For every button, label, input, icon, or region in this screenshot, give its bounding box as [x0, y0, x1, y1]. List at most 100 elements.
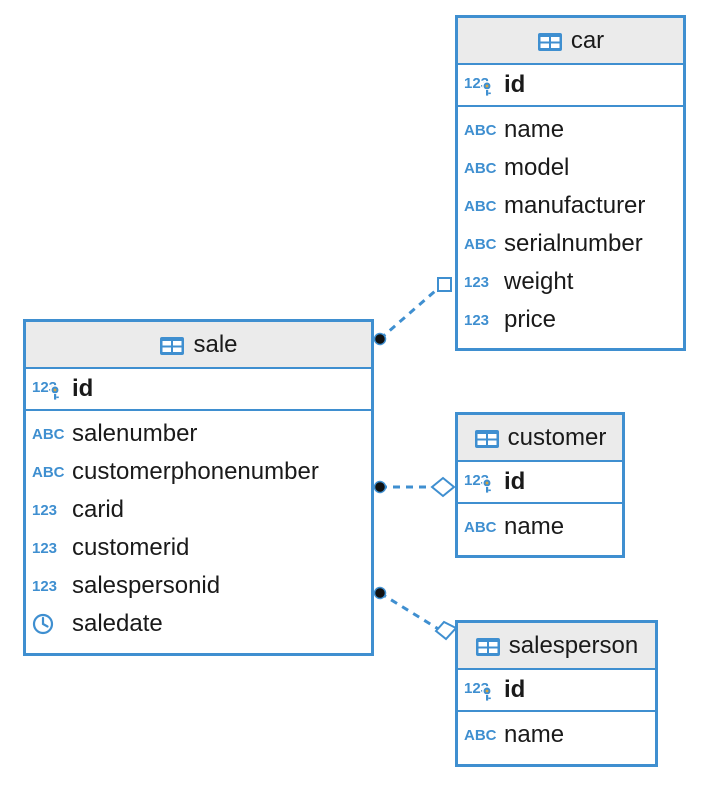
- relationship-source-marker: [373, 332, 387, 346]
- string-type-icon: ABC: [464, 195, 497, 217]
- relationship-target-marker: [430, 476, 456, 498]
- table-icon: [474, 428, 500, 448]
- column-row[interactable]: ABC manufacturer: [458, 187, 683, 225]
- column-row[interactable]: 123 id: [458, 65, 525, 105]
- svg-text:ABC: ABC: [464, 727, 496, 744]
- primary-key-icon: 123: [464, 471, 496, 494]
- svg-text:123: 123: [464, 312, 489, 329]
- svg-text:123: 123: [32, 578, 57, 595]
- column-name: price: [504, 306, 557, 333]
- entity-sale[interactable]: sale 123 id ABC salenumber ABC customerpho…: [23, 319, 374, 656]
- column-row[interactable]: 123 weight: [458, 263, 683, 301]
- columns-section: ABC name: [458, 712, 655, 758]
- string-type-icon: ABC: [464, 119, 497, 141]
- string-type-icon: ABC: [464, 516, 497, 538]
- relationship-source-marker: [373, 480, 387, 494]
- column-name: salenumber: [72, 420, 198, 447]
- entity-header: sale: [26, 322, 371, 369]
- column-row[interactable]: 123 customerid: [26, 529, 371, 567]
- column-name: name: [504, 721, 565, 748]
- numeric-type-icon: 123: [32, 575, 64, 597]
- column-name: id: [504, 468, 526, 495]
- column-row[interactable]: 123 id: [458, 462, 525, 502]
- column-row[interactable]: 123 carid: [26, 491, 371, 529]
- entity-car[interactable]: car 123 id ABC name ABC model ABC manufactu…: [455, 15, 686, 351]
- column-row[interactable]: 123 id: [26, 369, 93, 409]
- primary-key-icon: 123: [32, 378, 64, 401]
- clock-icon: [32, 613, 64, 635]
- string-type-icon: ABC: [32, 423, 65, 445]
- entity-salesperson[interactable]: salesperson 123 id ABC name: [455, 620, 658, 767]
- string-type-icon: ABC: [464, 157, 497, 179]
- relationship-target-marker: [437, 277, 452, 292]
- column-name: manufacturer: [504, 192, 646, 219]
- columns-section: ABC name: [458, 504, 622, 550]
- column-name: salespersonid: [72, 572, 221, 599]
- column-name: weight: [504, 268, 574, 295]
- table-icon: [537, 31, 563, 51]
- numeric-type-icon: 123: [32, 537, 64, 559]
- svg-text:ABC: ABC: [464, 198, 496, 215]
- columns-section: ABC name ABC model ABC manufacturer ABC seri…: [458, 107, 683, 343]
- primary-key-icon: 123: [464, 74, 496, 97]
- svg-text:ABC: ABC: [464, 160, 496, 177]
- relationship-sale-salesperson[interactable]: [373, 586, 458, 641]
- entity-header: salesperson: [458, 623, 655, 670]
- table-icon: [159, 335, 185, 355]
- entity-title: customer: [507, 423, 607, 451]
- column-row[interactable]: ABC salenumber: [26, 415, 371, 453]
- column-name: id: [72, 375, 94, 402]
- table-icon: [475, 636, 501, 656]
- column-row[interactable]: ABC name: [458, 111, 683, 149]
- svg-text:ABC: ABC: [464, 122, 496, 139]
- svg-text:ABC: ABC: [32, 464, 64, 481]
- svg-text:ABC: ABC: [32, 426, 64, 443]
- entity-title: salesperson: [508, 631, 639, 659]
- string-type-icon: ABC: [464, 233, 497, 255]
- svg-text:123: 123: [32, 502, 57, 519]
- column-row[interactable]: ABC name: [458, 716, 655, 754]
- column-row[interactable]: ABC model: [458, 149, 683, 187]
- primary-key-section: 123 id: [458, 462, 622, 504]
- entity-title: sale: [193, 330, 238, 358]
- relationship-source-marker: [373, 586, 387, 600]
- svg-text:123: 123: [32, 540, 57, 557]
- primary-key-section: 123 id: [26, 369, 371, 411]
- column-name: name: [504, 116, 565, 143]
- svg-text:ABC: ABC: [464, 236, 496, 253]
- column-row[interactable]: 123 id: [458, 670, 525, 710]
- column-row[interactable]: 123 salespersonid: [26, 567, 371, 605]
- numeric-type-icon: 123: [464, 271, 496, 293]
- column-name: serialnumber: [504, 230, 643, 257]
- column-name: saledate: [72, 610, 163, 637]
- column-name: customerid: [72, 534, 190, 561]
- relationship-sale-car[interactable]: [373, 277, 452, 346]
- column-row[interactable]: ABC customerphonenumber: [26, 453, 371, 491]
- column-name: id: [504, 71, 526, 98]
- column-row[interactable]: ABC serialnumber: [458, 225, 683, 263]
- relationship-target-marker: [434, 620, 458, 641]
- column-name: id: [504, 676, 526, 703]
- numeric-type-icon: 123: [464, 309, 496, 331]
- column-row[interactable]: saledate: [26, 605, 371, 643]
- column-row[interactable]: ABC name: [458, 508, 622, 546]
- column-name: model: [504, 154, 570, 181]
- column-row[interactable]: 123 price: [458, 301, 683, 339]
- column-name: customerphonenumber: [72, 458, 319, 485]
- columns-section: ABC salenumber ABC customerphonenumber 123…: [26, 411, 371, 647]
- primary-key-section: 123 id: [458, 670, 655, 712]
- primary-key-icon: 123: [464, 679, 496, 702]
- relationship-sale-customer[interactable]: [373, 476, 456, 498]
- entity-header: customer: [458, 415, 622, 462]
- primary-key-section: 123 id: [458, 65, 683, 107]
- column-name: carid: [72, 496, 125, 523]
- numeric-type-icon: 123: [32, 499, 64, 521]
- column-name: name: [504, 513, 565, 540]
- entity-title: car: [570, 26, 605, 54]
- svg-text:ABC: ABC: [464, 519, 496, 536]
- entity-header: car: [458, 18, 683, 65]
- entity-customer[interactable]: customer 123 id ABC name: [455, 412, 625, 558]
- string-type-icon: ABC: [464, 724, 497, 746]
- svg-text:123: 123: [464, 274, 489, 291]
